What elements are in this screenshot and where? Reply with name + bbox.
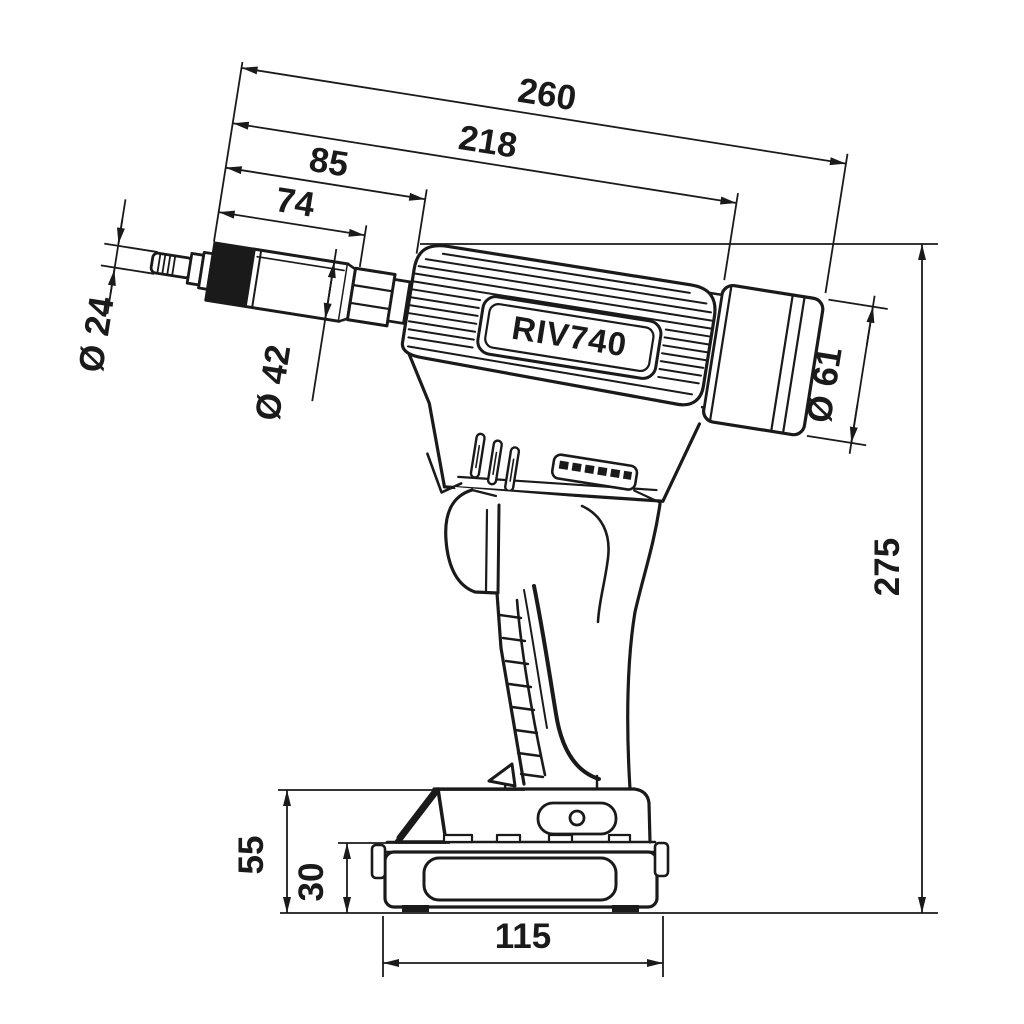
handle-rear-edge xyxy=(626,502,662,791)
handle-group xyxy=(444,487,662,791)
battery-pack xyxy=(370,787,670,912)
battery-release-button[interactable] xyxy=(536,801,618,836)
svg-text:30: 30 xyxy=(292,863,331,902)
rear-cylinder xyxy=(702,283,825,437)
model-plate: RIV740 xyxy=(476,295,663,380)
trigger xyxy=(444,488,501,595)
global-dimensions: 275 55 30 115 xyxy=(232,243,938,977)
battery-latch-left[interactable] xyxy=(370,843,387,880)
battery-latch-right[interactable] xyxy=(653,841,670,878)
handle-front-edge xyxy=(495,591,526,786)
handle-base-tab xyxy=(487,762,517,788)
grip-ladder xyxy=(498,613,545,779)
grip-ribs xyxy=(406,252,713,396)
battery-lower-body xyxy=(383,850,659,909)
svg-text:260: 260 xyxy=(515,71,579,119)
vent-slots xyxy=(469,432,521,493)
dimension-dia-24: Ø 24 xyxy=(71,199,158,375)
nose-assembly xyxy=(149,241,412,328)
battery-foot xyxy=(612,905,639,912)
dimension-85: 85 xyxy=(225,140,428,254)
svg-text:115: 115 xyxy=(495,917,551,956)
dimension-260: 260 xyxy=(241,66,849,294)
battery-label-recess xyxy=(422,856,618,902)
battery-foot xyxy=(402,905,429,912)
motor-housing: RIV740 xyxy=(400,244,717,504)
dimension-115: 115 xyxy=(382,916,664,977)
dimension-55: 55 xyxy=(232,789,525,913)
front-spur xyxy=(426,452,463,494)
tool-body-group: RIV740 xyxy=(149,241,825,504)
svg-text:Ø 24: Ø 24 xyxy=(71,293,121,375)
dimension-275: 275 xyxy=(868,244,926,913)
button-dot-icon xyxy=(568,809,586,827)
svg-text:85: 85 xyxy=(307,140,352,185)
svg-text:218: 218 xyxy=(456,118,520,166)
svg-text:74: 74 xyxy=(273,180,318,225)
svg-text:55: 55 xyxy=(232,836,271,875)
grille xyxy=(550,453,662,504)
svg-text:275: 275 xyxy=(868,538,907,596)
svg-text:Ø 42: Ø 42 xyxy=(248,342,298,423)
dimension-30: 30 xyxy=(292,842,450,913)
axis-dimensions: 74 85 218 260 Ø 24 Ø xyxy=(71,61,888,454)
